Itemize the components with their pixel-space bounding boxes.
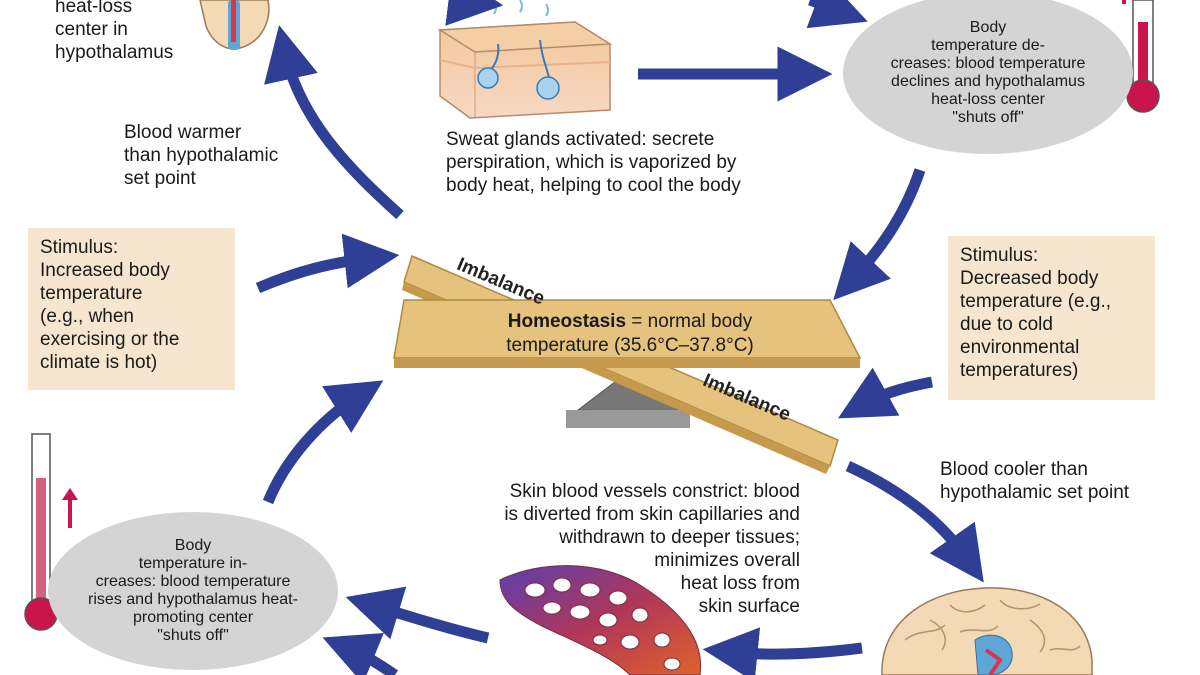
temperature-increases-oval: Body temperature in- creases: blood temp… — [48, 512, 338, 670]
sweat-glands-label: Sweat glands activated: secrete perspira… — [446, 129, 741, 196]
temperature-decreases-text: Body temperature de- creases: blood temp… — [890, 19, 1086, 126]
vessels-constrict-label: Skin blood vessels constrict: blood is d… — [504, 481, 800, 617]
homeostasis-label: Homeostasis = normal body temperature (3… — [440, 310, 820, 358]
temperature-increases-text: Body temperature in- creases: blood temp… — [88, 537, 298, 644]
stimulus-increased-box: Stimulus: Increased body temperature (e.… — [28, 228, 235, 390]
stimulus-decreased-box: Stimulus: Decreased body temperature (e.… — [948, 236, 1155, 400]
sweat-gland-illustration — [437, 0, 613, 119]
brain-illustration-bottom — [881, 587, 1093, 675]
hypothalamus-illustration-top — [199, 0, 270, 50]
blood-warmer-label: Blood warmer than hypothalamic set point — [124, 122, 279, 189]
feedback-arrows — [255, 0, 984, 675]
thermometer-right — [1122, 0, 1160, 113]
homeostasis-range: temperature (35.6°C–37.8°C) — [506, 335, 754, 356]
homeostasis-definition: = normal body — [626, 311, 753, 332]
seesaw — [393, 254, 862, 474]
thermometer-left — [24, 433, 78, 631]
blood-cooler-label: Blood cooler than hypothalamic set point — [940, 459, 1130, 503]
homeostasis-term: Homeostasis — [507, 311, 627, 332]
heat-loss-center-label: heat-loss center in hypothalamus — [55, 0, 174, 63]
temperature-decreases-oval: Body temperature de- creases: blood temp… — [843, 0, 1133, 154]
capillary-illustration — [499, 565, 702, 675]
